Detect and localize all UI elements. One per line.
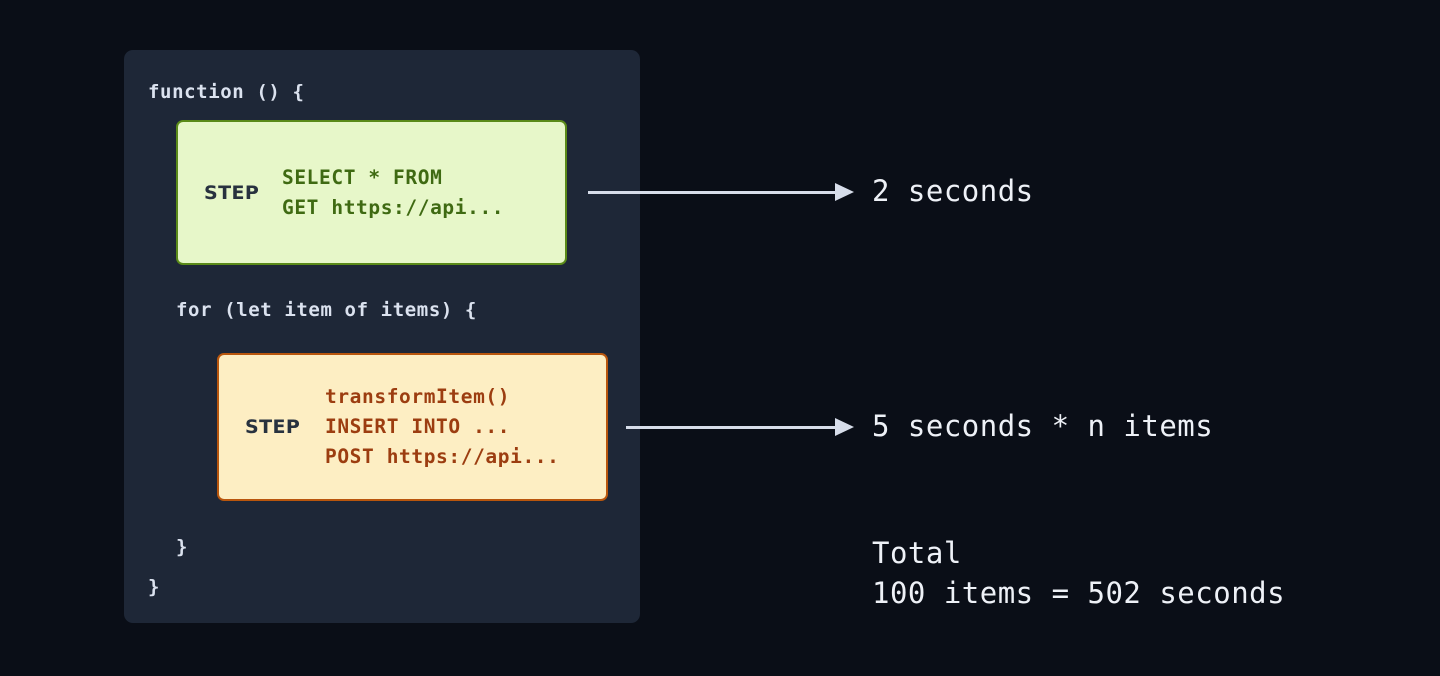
total-block: Total 100 items = 502 seconds <box>872 533 1285 613</box>
total-value: 100 items = 502 seconds <box>872 576 1286 610</box>
step-tag-green: STEP <box>204 181 260 204</box>
arrow-to-timing-1 <box>588 183 854 201</box>
step-tag-orange: STEP <box>245 416 301 438</box>
code-line-function-open: function () { <box>148 81 305 103</box>
code-line-function-close: } <box>148 576 161 598</box>
step-code-orange: transformItem() INSERT INTO ... POST htt… <box>325 385 560 468</box>
arrow-line-icon <box>588 191 838 194</box>
arrow-head-icon <box>835 183 854 201</box>
code-line-for-open: for (let item of items) { <box>176 299 477 321</box>
timing-annotation-1: 2 seconds <box>872 174 1034 208</box>
total-label: Total <box>872 536 962 570</box>
step-code-green: SELECT * FROM GET https://api... <box>282 165 505 219</box>
code-panel: function () { STEP SELECT * FROM GET htt… <box>124 50 640 623</box>
arrow-head-icon <box>835 418 854 436</box>
arrow-to-timing-2 <box>626 418 854 436</box>
timing-annotation-2: 5 seconds * n items <box>872 409 1214 443</box>
step-box-orange[interactable]: STEP transformItem() INSERT INTO ... POS… <box>217 353 608 501</box>
arrow-line-icon <box>626 426 838 429</box>
step-box-green[interactable]: STEP SELECT * FROM GET https://api... <box>176 120 567 265</box>
code-line-for-close: } <box>176 536 189 558</box>
